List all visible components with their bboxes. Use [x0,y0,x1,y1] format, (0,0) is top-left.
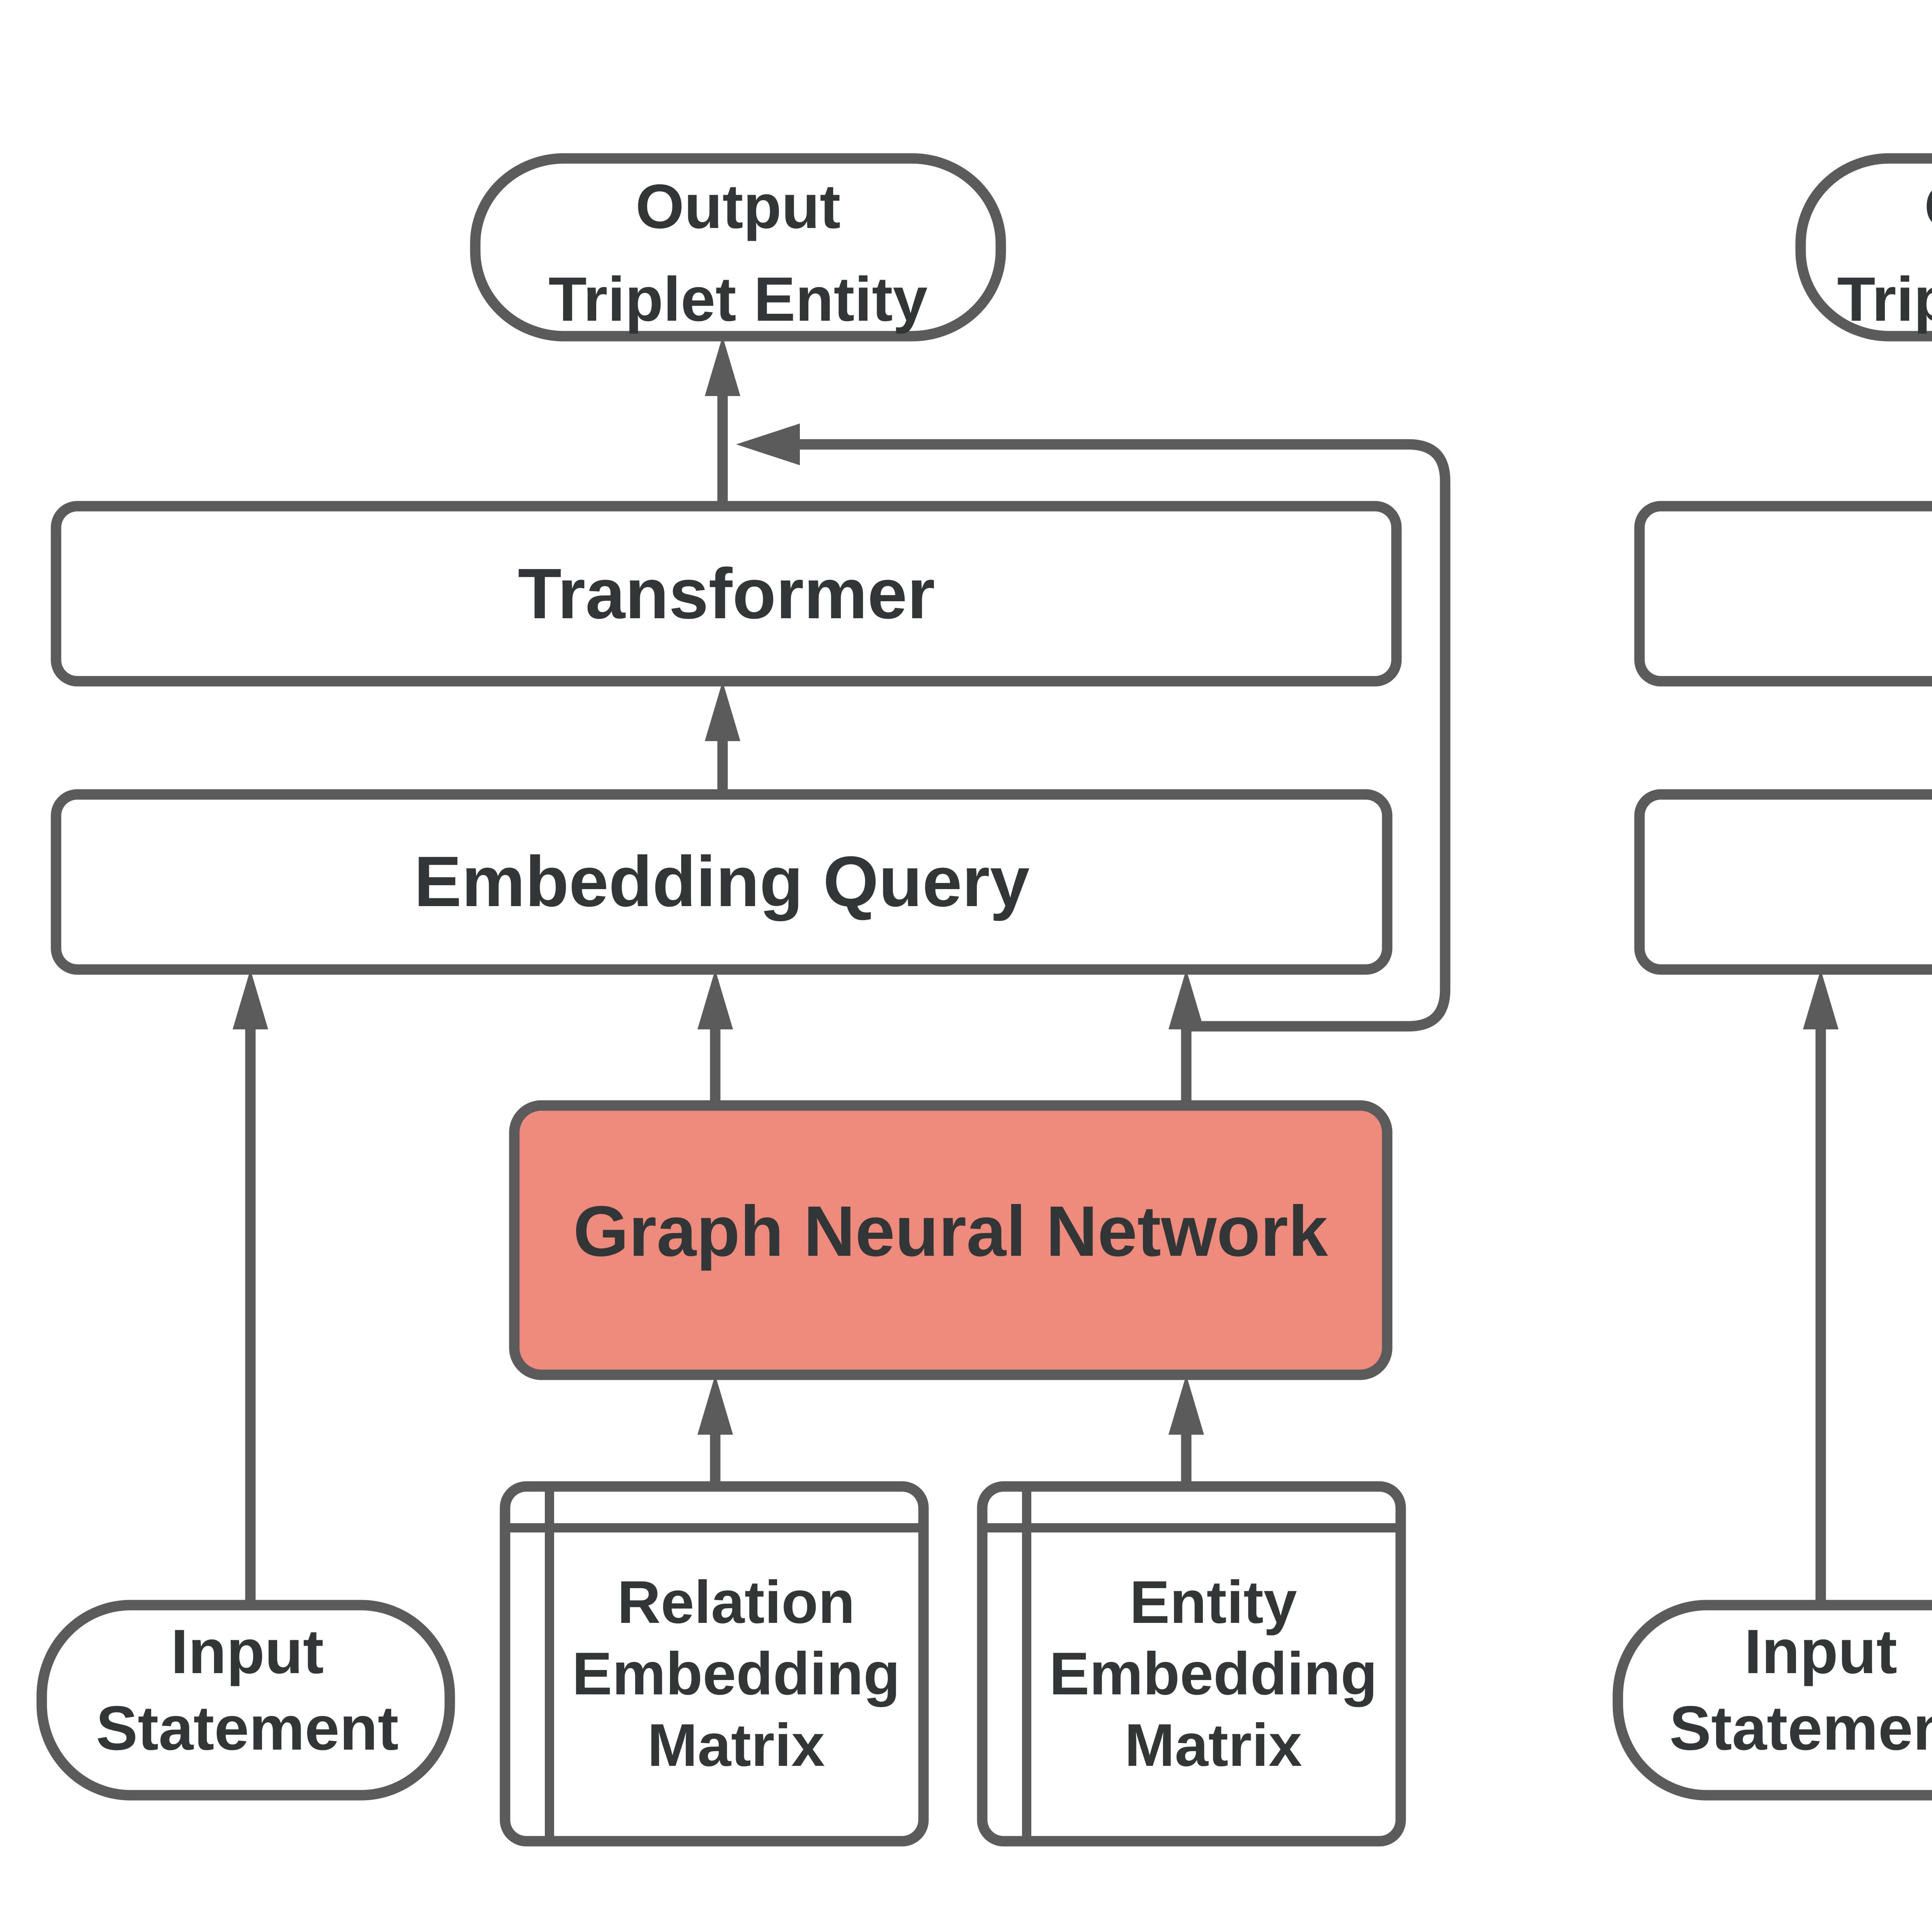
arrow-entmatrix-to-gnn-a [1168,1375,1204,1486]
entity-matrix-line1-a: Entity [1129,1569,1297,1636]
arrow-gnn-to-eq-right-a [1168,969,1204,1105]
arrowhead-up-icon [1168,1375,1204,1435]
gnn-node-a: Graph Neural Network [509,1100,1393,1380]
arrowhead-up-icon [1803,969,1838,1029]
arrow-relmatrix-to-gnn-a [697,1375,733,1486]
arrowhead-left-icon [736,423,800,465]
input-statement-line2-b: Statement [1669,1693,1932,1763]
entity-embedding-matrix-a: Entity Embedding Matrix [977,1481,1406,1847]
input-statement-line1-a: Input [171,1617,324,1687]
arrow-input-to-eq-a [233,969,268,1605]
input-statement-node-b: Input Statement [1612,1600,1932,1801]
gnn-label-a: Graph Neural Network [573,1192,1328,1271]
relation-matrix-line3-a: Matrix [647,1712,825,1779]
arrow-eq-to-transformer-a [705,681,740,794]
arrow-transformer-to-output-a [705,336,740,506]
caption-a: (a) STARE [528,1928,909,1932]
feedback-line-a [800,439,1451,1032]
relation-embedding-matrix-a: Relation Embedding Matrix [500,1481,929,1847]
arrowhead-up-icon [1168,969,1204,1029]
input-statement-node-a: Input Statement [36,1600,455,1801]
embedding-query-node-b: Embedding Query [1634,789,1932,975]
input-statement-line1-b: Input [1744,1617,1897,1687]
matrix-grid-icon [982,1486,1401,1841]
arrowhead-up-icon [233,969,268,1029]
arrowhead-up-icon [697,969,733,1029]
output-triplet-line1-a: Output [636,172,841,242]
entity-matrix-line2-a: Embedding [1049,1640,1377,1708]
transformer-node-a: Transformer [51,501,1402,687]
relation-matrix-line2-a: Embedding [572,1640,900,1708]
transformer-node-b: Transformer [1634,501,1932,687]
output-triplet-node-a: Output Triplet Entity [470,153,1006,342]
transformer-label-a: Transformer [518,554,935,634]
arrow-gnn-to-eq-left-a [697,969,733,1105]
arrowhead-up-icon [705,336,740,396]
feedback-loop-a [736,423,1451,1032]
matrix-grid-icon [505,1486,923,1841]
entity-matrix-line3-a: Matrix [1124,1712,1302,1779]
arrow-input-to-eq-b [1803,969,1838,1605]
output-triplet-line2-a: Triplet Entity [548,264,927,334]
embedding-query-label-a: Embedding Query [414,842,1029,922]
embedding-query-node-a: Embedding Query [51,789,1393,975]
arrowhead-up-icon [697,1375,733,1435]
input-statement-line2-a: Statement [96,1693,398,1763]
arrowhead-up-icon [705,681,740,741]
relation-matrix-line1-a: Relation [617,1569,855,1636]
output-triplet-node-b: Output Triplet Entity [1795,153,1932,342]
output-triplet-line1-b: Output [1924,172,1932,242]
output-triplet-line2-b: Triplet Entity [1837,264,1932,334]
